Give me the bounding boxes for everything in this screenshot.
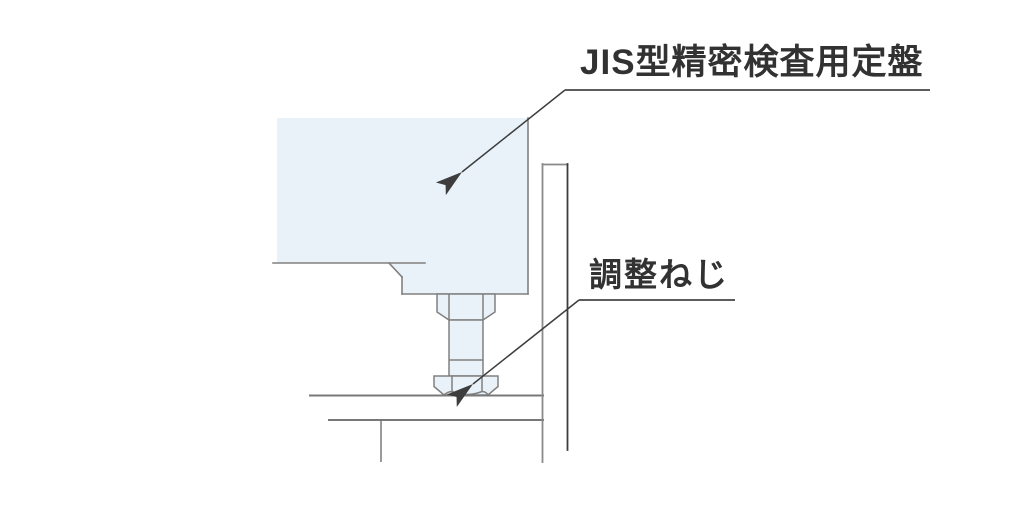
plate-chamfer-edge: [387, 261, 404, 279]
screw-label: 調整ねじ: [589, 256, 729, 293]
screw-shank: [448, 319, 484, 377]
wall-bar: [541, 163, 569, 463]
screw-upper-hex: [436, 293, 496, 321]
screw-lock-nut: [433, 375, 499, 396]
plate-label: JIS型精密検査用定盤: [580, 43, 924, 82]
surface-plate-body: [277, 118, 528, 294]
upper-hex-outline: [436, 293, 496, 321]
nut-outline: [433, 375, 499, 396]
shank-outline: [448, 319, 484, 377]
stand-lines: [309, 394, 544, 421]
screw-leader-line: [446, 299, 580, 408]
plate-leader-line: [435, 89, 566, 196]
